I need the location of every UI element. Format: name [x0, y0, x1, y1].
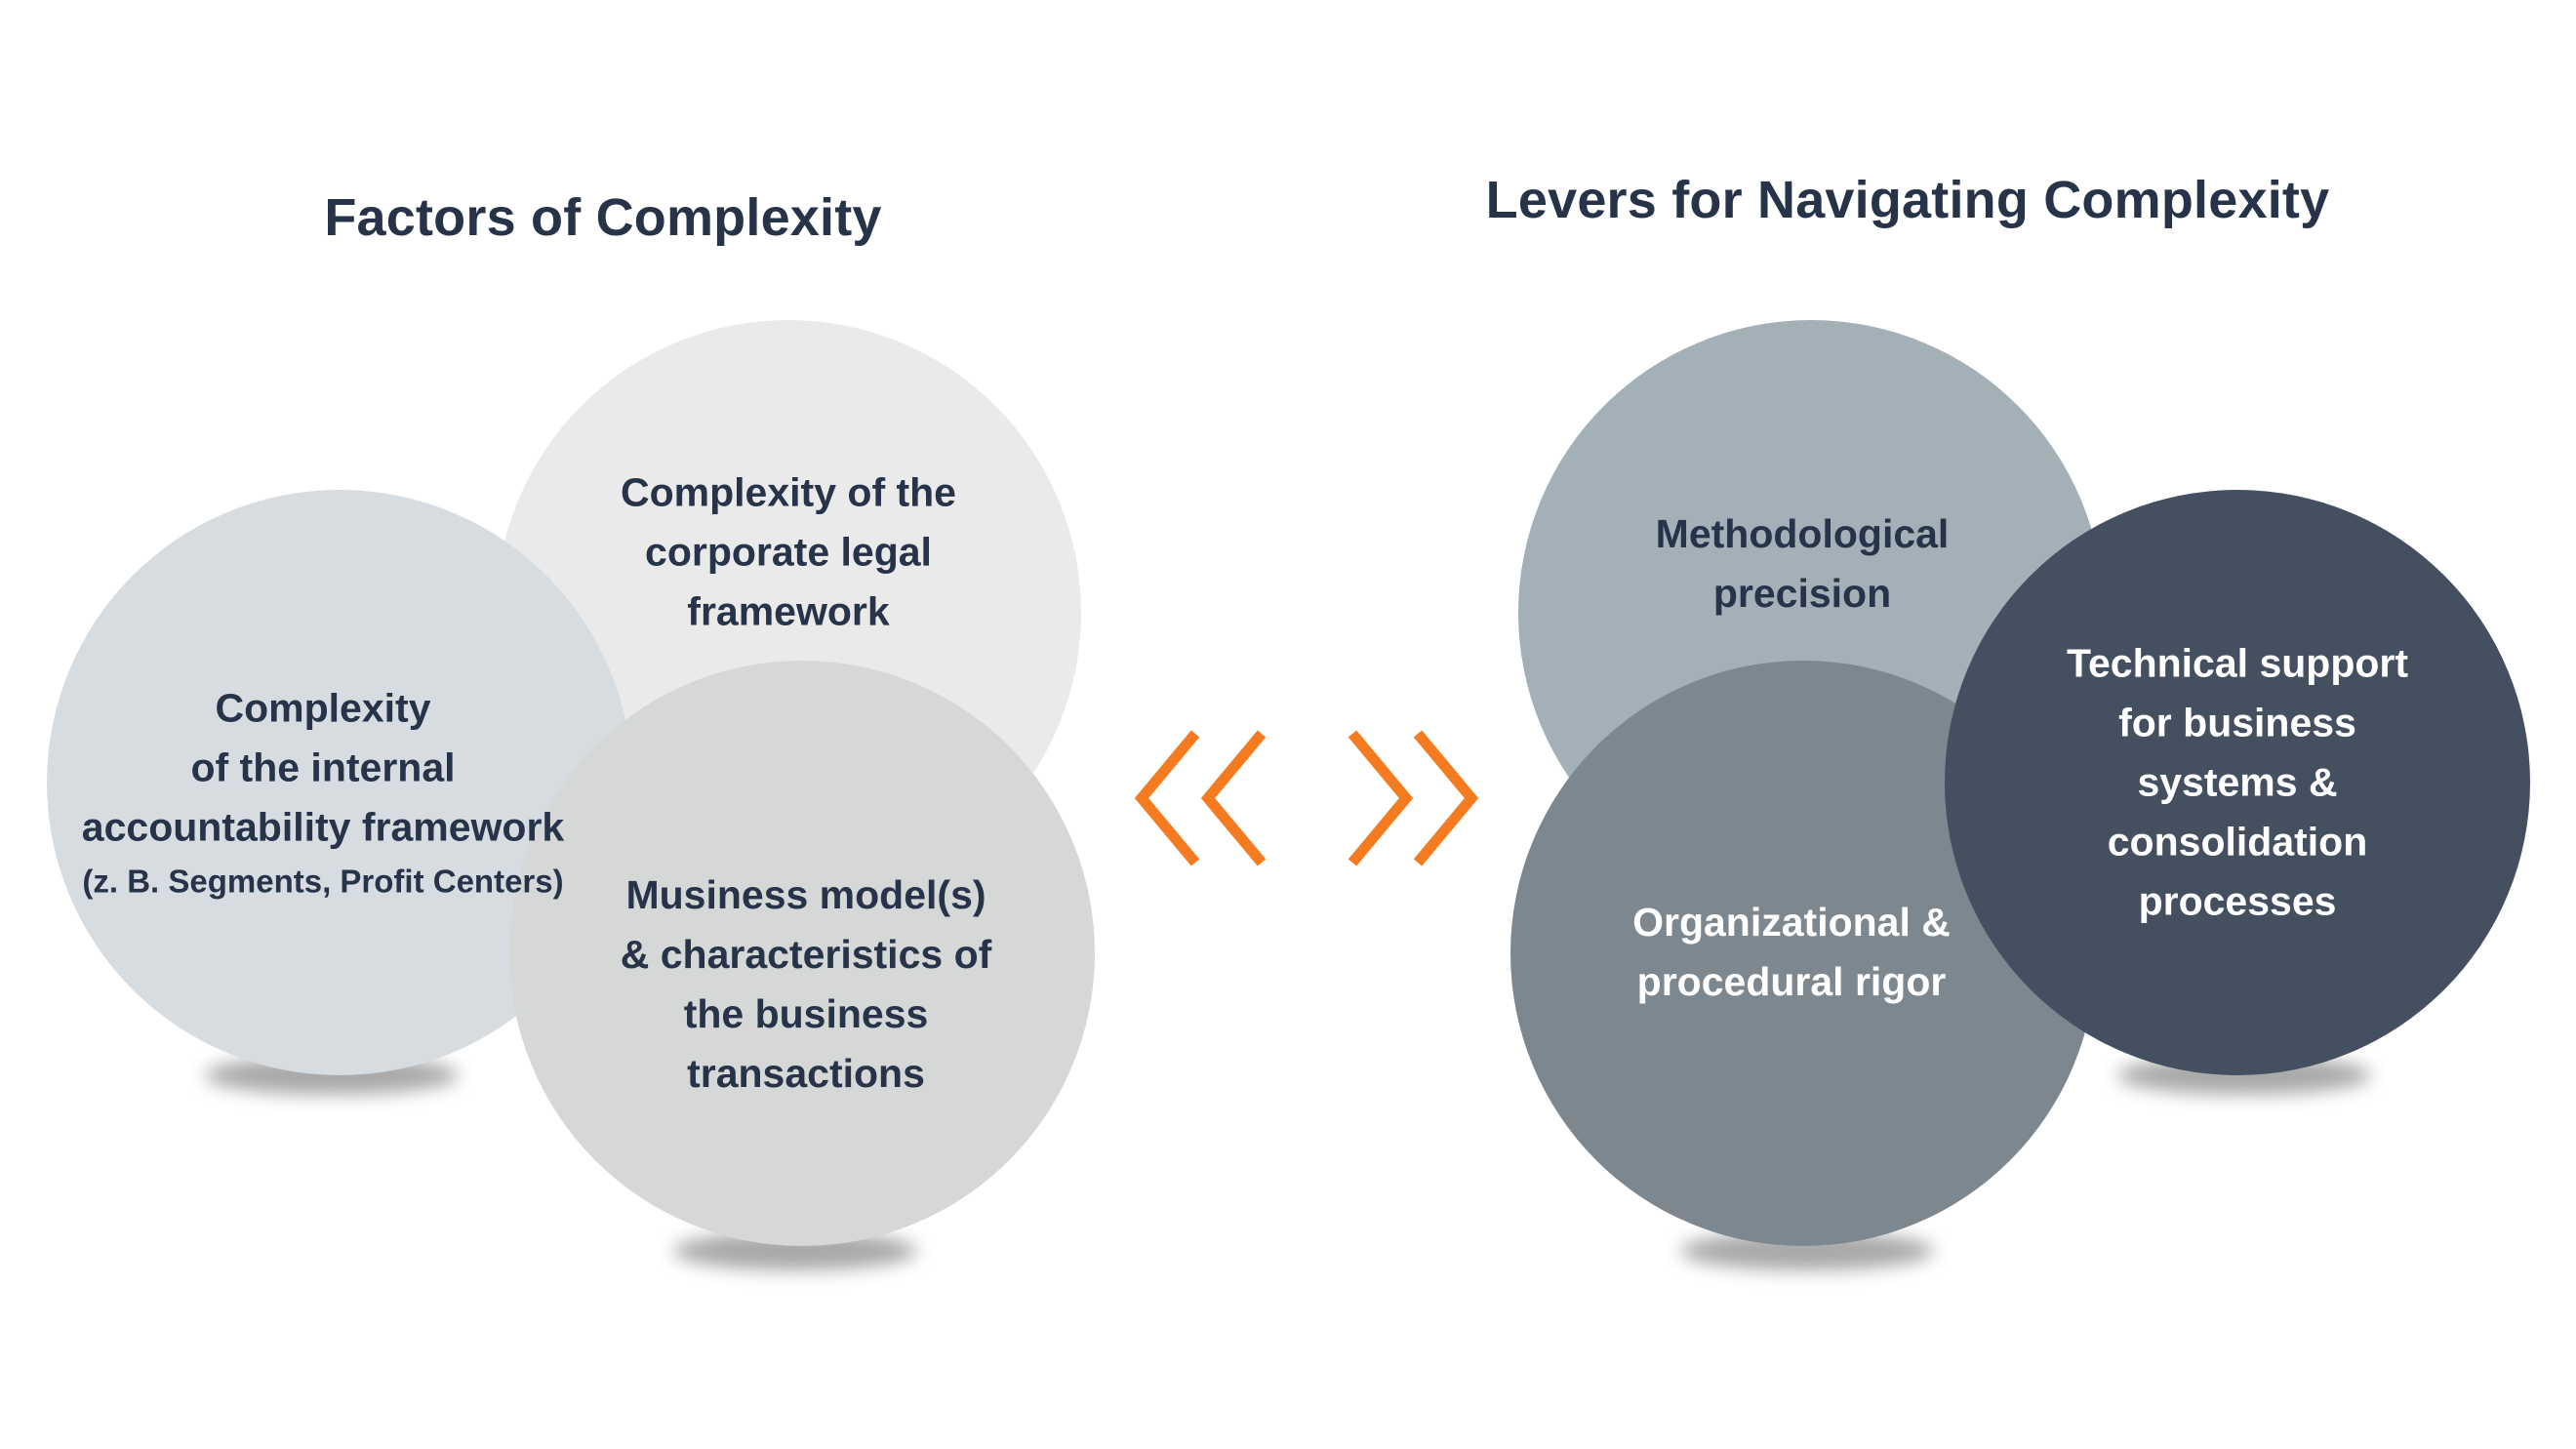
- chevron-left-outer-icon: [1134, 730, 1200, 866]
- organizational-rigor-label: Organizational & procedural rigor: [1632, 900, 1951, 1004]
- chevron-left-inner-icon: [1200, 730, 1267, 866]
- double-chevron-arrows: [1134, 730, 1479, 866]
- levers-title: Levers for Navigating Complexity: [1485, 171, 2330, 229]
- chevron-right-inner-icon: [1348, 730, 1414, 866]
- methodological-precision-label: Methodological precision: [1655, 511, 1950, 616]
- technical-support-label: Technical support for business systems &…: [2066, 640, 2409, 924]
- business-model-label: Musiness model(s) & characteristics of t…: [620, 872, 992, 1096]
- internal-accountability-label: Complexity of the internal accountabilit…: [82, 679, 564, 906]
- circle-business-model: [509, 661, 1095, 1246]
- circle-technical-support: [1945, 490, 2530, 1075]
- internal-accountability-sublabel: (z. B. Segments, Profit Centers): [82, 863, 564, 900]
- chevron-right-outer-icon: [1413, 730, 1479, 866]
- legal-framework-label: Complexity of the corporate legal framew…: [621, 469, 956, 634]
- factors-title: Factors of Complexity: [324, 188, 882, 247]
